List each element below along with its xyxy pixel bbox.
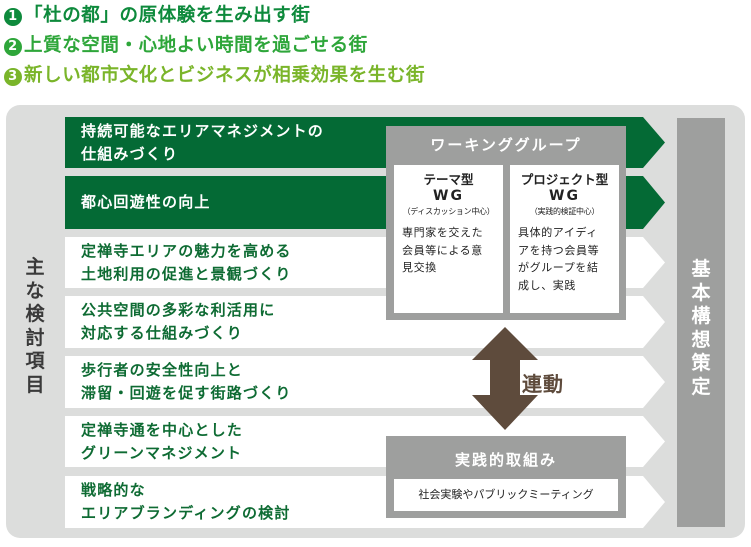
theme-wg-sub: （ディスカッション中心） (402, 207, 495, 216)
practice-box: 実践的取組み 社会実験やパブリックミーティング (386, 436, 626, 518)
theme-wg-card: テーマ型 WG （ディスカッション中心） 専門家を交えた 会員等による意 見交換 (394, 165, 503, 313)
desc-line: がグループを結 (518, 261, 599, 274)
final-char: 基 (691, 258, 711, 280)
goal-number-3-icon: 3 (4, 68, 22, 86)
side-label-char: 目 (25, 373, 45, 396)
desc-line: 専門家を交えた (402, 226, 484, 239)
project-wg-card: プロジェクト型 WG （実践的検証中心） 具体的アイディ アを持つ会員等 がグル… (510, 165, 619, 313)
item-text-line: 戦略的な (81, 481, 146, 499)
final-char: 策 (691, 352, 711, 374)
project-wg-type: プロジェクト型 (520, 172, 609, 187)
desc-line: アを持つ会員等 (518, 243, 600, 257)
final-char: 構 (691, 305, 711, 327)
item-text: 歩行者の安全性向上と滞留・回遊を促す街路づくり (81, 356, 292, 408)
link-label: 連動 (522, 372, 564, 396)
goal-number-1-icon: 1 (4, 8, 22, 26)
item-text-line: 対応する仕組みづくり (81, 324, 244, 342)
desc-line: 成し、実践 (518, 278, 576, 292)
goal-number-2-icon: 2 (4, 38, 22, 56)
project-wg-abbr: WG (549, 188, 580, 204)
item-text-line: 公共空間の多彩な利活用に (81, 301, 276, 319)
item-text-line: 滞留・回遊を促す街路づくり (81, 384, 292, 402)
item-text-line: 土地利用の促進と景観づくり (81, 264, 292, 283)
side-label-char: 討 (25, 326, 45, 349)
basic-plan-label: 基 本 構 想 策 定 (677, 258, 725, 399)
project-wg-sub: （実践的検証中心） (529, 207, 600, 216)
item-text-line: 持続可能なエリアマネジメントの (81, 121, 325, 140)
side-label-char: な (25, 279, 45, 302)
practice-content: 社会実験やパブリックミーティング (394, 479, 618, 511)
working-group-box: ワーキンググループ テーマ型 WG （ディスカッション中心） 専門家を交えた 会… (386, 126, 626, 320)
item-text: 持続可能なエリアマネジメントの仕組みづくり (81, 117, 324, 168)
item-text: 戦略的なエリアブランディングの検討 (81, 476, 291, 528)
item-text-line: 仕組みづくり (81, 144, 179, 163)
working-group-title: ワーキンググループ (430, 136, 582, 154)
item-text-line: グリーンマネジメント (81, 443, 243, 462)
goal-3-text: 新しい都市文化とビジネスが相乗効果を生む街 (24, 65, 426, 86)
practice-title: 実践的取組み (454, 451, 557, 469)
item-text: 公共空間の多彩な利活用に対応する仕組みづくり (81, 296, 275, 348)
item-text: 都心回遊性の向上 (81, 176, 211, 229)
item-text-line: 定禅寺通を中心とした (81, 420, 244, 439)
goal-2-text: 上質な空間・心地よい時間を過ごせる街 (24, 35, 368, 56)
item-text-line: 定禅寺エリアの魅力を高める (81, 241, 292, 260)
double-arrow-icon (472, 327, 538, 430)
item-text: 定禅寺エリアの魅力を高める土地利用の促進と景観づくり (81, 237, 292, 288)
side-label-main-items: 主 な 検 討 項 目 (24, 256, 46, 397)
side-label-char: 主 (25, 256, 45, 278)
desc-line: 見交換 (402, 261, 437, 274)
theme-wg-abbr: WG (433, 188, 464, 204)
goal-1: 1「杜の都」の原体験を生み出す街 (4, 5, 311, 27)
theme-wg-desc: 専門家を交えた 会員等による意 見交換 (402, 224, 497, 277)
item-text-line: 歩行者の安全性向上と (81, 361, 244, 379)
theme-wg-type: テーマ型 (423, 172, 474, 187)
final-char: 本 (691, 281, 711, 304)
item-text-line: 都心回遊性の向上 (81, 193, 211, 211)
side-label-char: 検 (25, 303, 45, 325)
project-wg-desc: 具体的アイディ アを持つ会員等 がグループを結 成し、実践 (518, 224, 613, 294)
final-char: 定 (691, 375, 711, 398)
final-char: 想 (691, 328, 711, 351)
basic-plan-column: 基 本 構 想 策 定 (677, 118, 725, 527)
item-text: 定禅寺通を中心としたグリーンマネジメント (81, 416, 243, 467)
side-label-char: 項 (25, 350, 45, 372)
item-text-line: エリアブランディングの検討 (81, 504, 291, 522)
desc-line: 会員等による意 (402, 243, 483, 257)
desc-line: 具体的アイディ (518, 226, 598, 239)
goal-1-text: 「杜の都」の原体験を生み出す街 (24, 5, 311, 26)
